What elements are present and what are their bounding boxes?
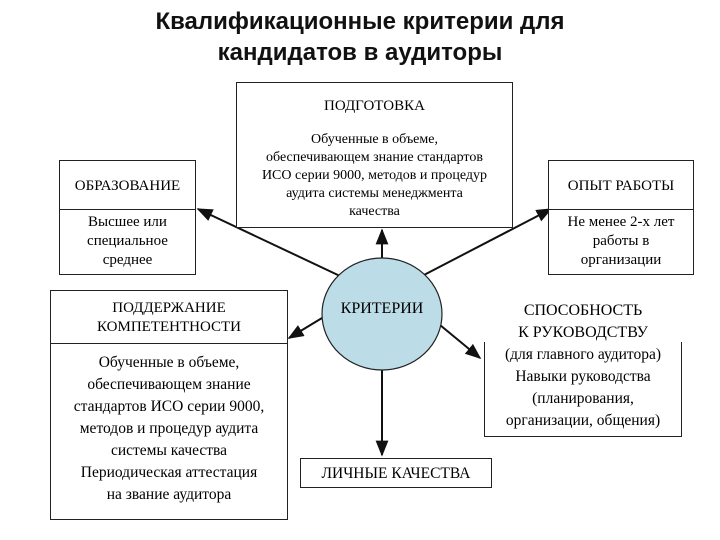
- education-header: ОБРАЗОВАНИЕ: [60, 161, 195, 210]
- experience-line-2: работы в: [592, 233, 650, 249]
- leadership-line-3: (планирования,: [532, 390, 634, 407]
- competence-line-5: системы качества: [110, 442, 228, 459]
- leadership-line-1: (для главного аудитора): [504, 346, 662, 363]
- title-line-2: кандидатов в аудиторы: [217, 39, 503, 66]
- education-line-1: Высшее или: [88, 214, 167, 230]
- experience-line-1: Не менее 2-х лет: [567, 214, 675, 230]
- competence-line-2: обеспечивающем знание: [87, 376, 251, 393]
- experience-body: Не менее 2-х лет работы в организации: [549, 210, 693, 270]
- leadership-header-line-1: СПОСОБНОСТЬ: [523, 302, 643, 319]
- leadership-body: (для главного аудитора) Навыки руководст…: [485, 342, 681, 432]
- leadership-line-4: организации, общения): [505, 412, 661, 429]
- experience-box: ОПЫТ РАБОТЫ Не менее 2-х лет работы в ор…: [548, 160, 694, 275]
- training-line-2: обеспечивающем знание стандартов: [266, 150, 483, 165]
- leadership-header: СПОСОБНОСТЬ К РУКОВОДСТВУ: [484, 296, 682, 344]
- training-header: ПОДГОТОВКА: [324, 98, 425, 114]
- training-line-5: качества: [349, 204, 400, 219]
- leadership-line-2: Навыки руководства: [515, 368, 651, 385]
- arrow-to-experience: [421, 208, 553, 277]
- competence-line-3: стандартов ИСО серии 9000,: [73, 398, 265, 415]
- competence-header-line-1: ПОДДЕРЖАНИЕ: [112, 300, 226, 316]
- training-body: Обученные в объеме, обеспечивающем знани…: [237, 127, 512, 221]
- competence-header: ПОДДЕРЖАНИЕ КОМПЕТЕНТНОСТИ: [51, 291, 287, 344]
- competence-line-6: Периодическая аттестация: [80, 464, 258, 481]
- personal-qualities-label: ЛИЧНЫЕ КАЧЕСТВА: [321, 465, 471, 482]
- leadership-body-box: (для главного аудитора) Навыки руководст…: [484, 342, 682, 437]
- training-body-box: Обученные в объеме, обеспечивающем знани…: [236, 127, 513, 228]
- experience-header: ОПЫТ РАБОТЫ: [549, 161, 693, 210]
- title-line-1: Квалификационные критерии для: [155, 8, 565, 35]
- leadership-header-line-2: К РУКОВОДСТВУ: [518, 324, 648, 341]
- education-line-3: среднее: [102, 252, 153, 268]
- experience-line-3: организации: [580, 252, 662, 268]
- arrow-to-education: [196, 208, 341, 277]
- arrow-to-leadership: [439, 324, 482, 360]
- education-line-2: специальное: [87, 233, 168, 249]
- training-line-4: аудита системы менеджмента: [286, 186, 463, 201]
- competence-body: Обученные в объеме, обеспечивающем знани…: [51, 344, 287, 506]
- criteria-circle: [321, 257, 443, 371]
- competence-line-4: методов и процедур аудита: [79, 420, 259, 437]
- personal-qualities-box: ЛИЧНЫЕ КАЧЕСТВА: [300, 458, 492, 488]
- education-box: ОБРАЗОВАНИЕ Высшее или специальное средн…: [59, 160, 196, 275]
- training-line-1: Обученные в объеме,: [311, 132, 438, 147]
- competence-box: ПОДДЕРЖАНИЕ КОМПЕТЕНТНОСТИ Обученные в о…: [50, 290, 288, 520]
- competence-header-line-2: КОМПЕТЕНТНОСТИ: [97, 319, 241, 335]
- education-body: Высшее или специальное среднее: [60, 210, 195, 270]
- criteria-label: КРИТЕРИИ: [340, 300, 424, 317]
- diagram-title: Квалификационные критерии для кандидатов…: [0, 6, 720, 68]
- competence-line-7: на звание аудитора: [106, 486, 232, 503]
- arrow-to-competence: [287, 317, 323, 339]
- training-header-box: ПОДГОТОВКА: [236, 82, 513, 128]
- training-line-3: ИСО серии 9000, методов и процедур: [261, 168, 488, 183]
- competence-line-1: Обученные в объеме,: [98, 354, 240, 371]
